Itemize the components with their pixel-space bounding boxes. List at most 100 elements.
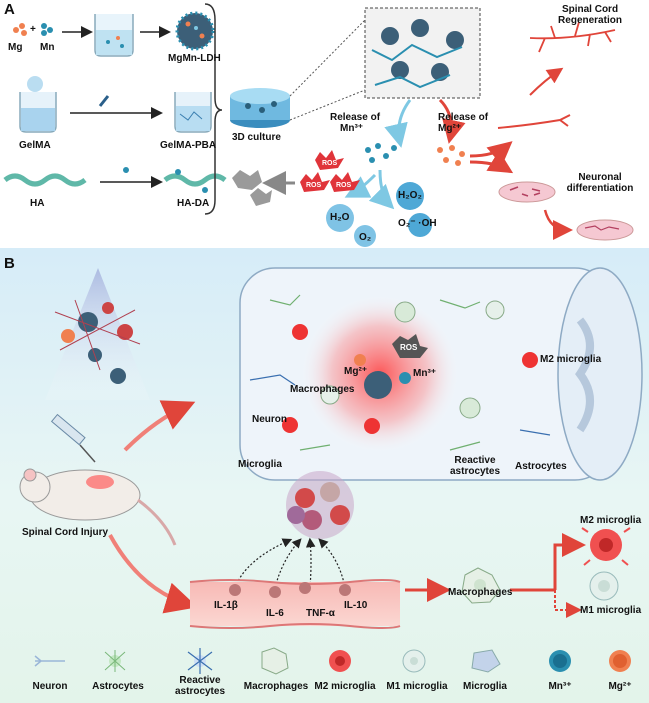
mn-ion-label-b: Mn³⁺ (413, 368, 437, 379)
il6-label: IL-6 (266, 608, 284, 619)
injury-label: Spinal Cord Injury (22, 527, 109, 538)
ros-label-2: ROS (306, 182, 322, 189)
hydrogel-network-icon (54, 299, 141, 384)
zoom-line-1 (289, 19, 366, 97)
gelma-beaker-icon (19, 76, 57, 133)
tnfa-label: TNF-α (306, 608, 335, 619)
legend-icons (34, 647, 631, 675)
arrow-to-vessel (108, 534, 198, 614)
arrow-to-regeneration (529, 67, 564, 96)
il1b-label: IL-1β (214, 600, 238, 611)
neuro-line1: Neuronal (578, 172, 622, 183)
neurite-icon (497, 114, 571, 129)
petri-dish-icon-1 (498, 181, 556, 203)
arrow-to-spinal-cord (123, 400, 196, 452)
gelma-label: GelMA (19, 140, 51, 151)
release-mg-ion: Mg²⁺ (438, 123, 462, 134)
scr-line1: Spinal Cord (561, 4, 619, 15)
zoom-box (364, 7, 481, 99)
macrophage-icon (461, 567, 501, 604)
legend-reactive-line1: Reactive (179, 675, 221, 686)
blood-vessel (189, 579, 401, 629)
damaged-cell-icons (232, 170, 272, 206)
ha-da-label: HA-DA (177, 198, 210, 209)
mn-dot-cluster (365, 143, 397, 163)
legend-m1: M1 microglia (386, 681, 448, 692)
arrow-mg-to-scr (469, 141, 513, 166)
gelma-pba-label: GelMA-PBA (160, 140, 217, 151)
arrow-release-mg (438, 98, 466, 144)
beaker-icon (94, 14, 134, 57)
arrow-mn-to-h2o2 (368, 169, 395, 210)
m1-microglia-icon (589, 571, 619, 601)
legend-astrocytes: Astrocytes (92, 681, 144, 692)
release-mn-ion: Mn³⁺ (340, 123, 364, 134)
h2o-o2-spheres (326, 182, 432, 247)
legend-m2: M2 microglia (314, 681, 376, 692)
plus-label: + (30, 24, 36, 35)
release-mg-label: Release of (438, 112, 489, 123)
il10-label: IL-10 (344, 600, 368, 611)
panel-a-letter: A (4, 1, 15, 18)
mn-ion-dots (41, 23, 53, 36)
microglia-label: Microglia (238, 459, 282, 470)
h2o-label: H₂O (330, 212, 350, 223)
mouse-icon (19, 468, 177, 546)
arrow-mg-to-dish (469, 150, 514, 174)
arrow-dish-to-dish (543, 209, 573, 240)
arrow-to-m1 (554, 590, 582, 618)
legend-neuron: Neuron (32, 681, 68, 692)
legend-macrophages: Macrophages (243, 681, 309, 692)
ros-label-3: ROS (336, 182, 352, 189)
da-dot-icon (123, 167, 129, 173)
arrow-to-m2 (553, 533, 586, 590)
petri-dish-icon-2 (576, 219, 634, 241)
legend-reactive-line2: astrocytes (174, 686, 226, 697)
o2-oh-label: O₂⁻ ·OH (398, 218, 437, 229)
legend-mn: Mn³⁺ (548, 681, 572, 692)
culture-label: 3D culture (232, 132, 281, 143)
mg-ion-dots (13, 23, 27, 36)
ros-label-b: ROS (400, 343, 418, 352)
scr-line2: Regeneration (558, 15, 622, 26)
reactive-line1-b: Reactive (454, 455, 496, 466)
ros-label-1: ROS (322, 160, 338, 167)
mg-label: Mg (8, 42, 23, 53)
m2-label-b: M2 microglia (540, 354, 602, 365)
brace (204, 3, 223, 215)
astrocytes-label-b: Astrocytes (515, 461, 567, 472)
macrophages-label-2: Macrophages (448, 587, 513, 598)
ha-chain-icon (3, 173, 87, 187)
panel-b-letter: B (4, 255, 15, 272)
neuron-label: Neuron (252, 414, 287, 425)
legend-mg: Mg²⁺ (608, 681, 632, 692)
inflammatory-cluster (286, 471, 354, 539)
neuro-line2: differentiation (566, 183, 634, 194)
macrophages-label: Macrophages (290, 384, 355, 395)
m2-label-right: M2 microglia (580, 515, 642, 526)
m1-label-right: M1 microglia (580, 605, 642, 616)
mgmn-ldh-label: MgMn-LDH (168, 53, 221, 64)
ha-da-chain-icon (163, 173, 227, 187)
reactive-line2-b: astrocytes (449, 466, 501, 477)
nerve-regeneration-icon (529, 21, 616, 53)
zoom-beam (45, 268, 150, 400)
scaffold-disc-icon (230, 88, 290, 128)
h2o2-label: H₂O₂ (398, 190, 422, 201)
legend-microglia: Microglia (463, 681, 507, 692)
ros-burst-icons (300, 150, 360, 192)
mg-dot-cluster (437, 145, 465, 166)
spinal-cells (249, 294, 551, 451)
arrow-mn-to-h2o (344, 173, 377, 198)
m2-microglia-icon (581, 527, 631, 566)
arrow-release-mn (384, 99, 412, 148)
pipette-icon (98, 95, 110, 107)
mn-label: Mn (40, 42, 55, 53)
o2-label: O₂ (359, 232, 372, 243)
syringe-icon (50, 413, 96, 463)
ldh-sphere-icon (175, 11, 215, 51)
mg-ion-label-b: Mg²⁺ (344, 366, 368, 377)
zoom-line-2 (289, 89, 366, 121)
